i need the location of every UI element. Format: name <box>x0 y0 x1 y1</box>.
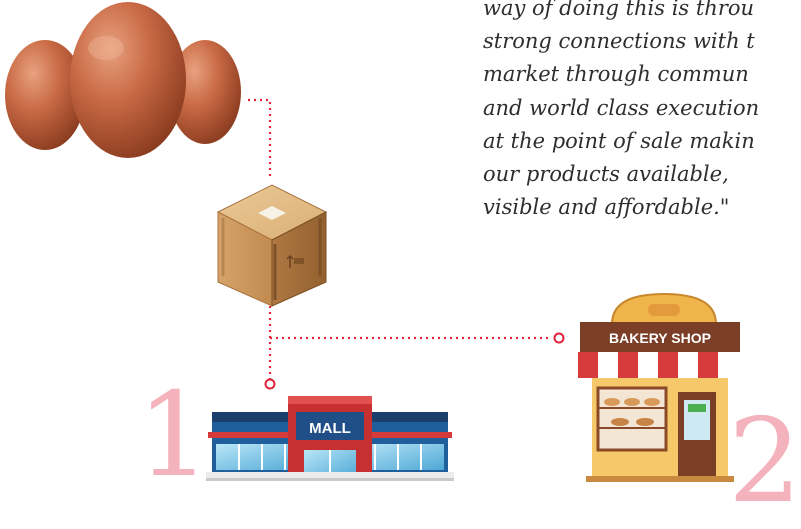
mall-building-image <box>206 396 454 481</box>
bakery-shop-image <box>578 292 742 482</box>
quote-line: at the point of sale makin <box>483 128 755 153</box>
connector-lines <box>248 98 552 380</box>
quote-line: our products available, <box>483 162 729 187</box>
connector-node-bakery <box>553 332 565 344</box>
connector-node-mall <box>264 378 276 390</box>
step-number-2: 2 <box>728 394 801 529</box>
mall-sign-label: MALL <box>309 420 351 437</box>
supply-chain-illustration: MALL BAKERY SHOP <box>5 2 742 482</box>
quote-line: strong connections with t <box>483 29 755 54</box>
quote-line: way of doing this is throu <box>483 0 755 20</box>
bakery-sign-label: BAKERY SHOP <box>609 330 711 346</box>
quote-text: way of doing this is throu strong connec… <box>483 0 801 224</box>
quote-line: visible and affordable." <box>483 195 730 220</box>
quote-line: market through commun <box>483 62 749 87</box>
eggs-image <box>5 2 241 158</box>
step-number-1: 1 <box>137 368 211 503</box>
quote-line: and world class execution <box>483 95 760 120</box>
cardboard-box-image <box>216 184 328 307</box>
